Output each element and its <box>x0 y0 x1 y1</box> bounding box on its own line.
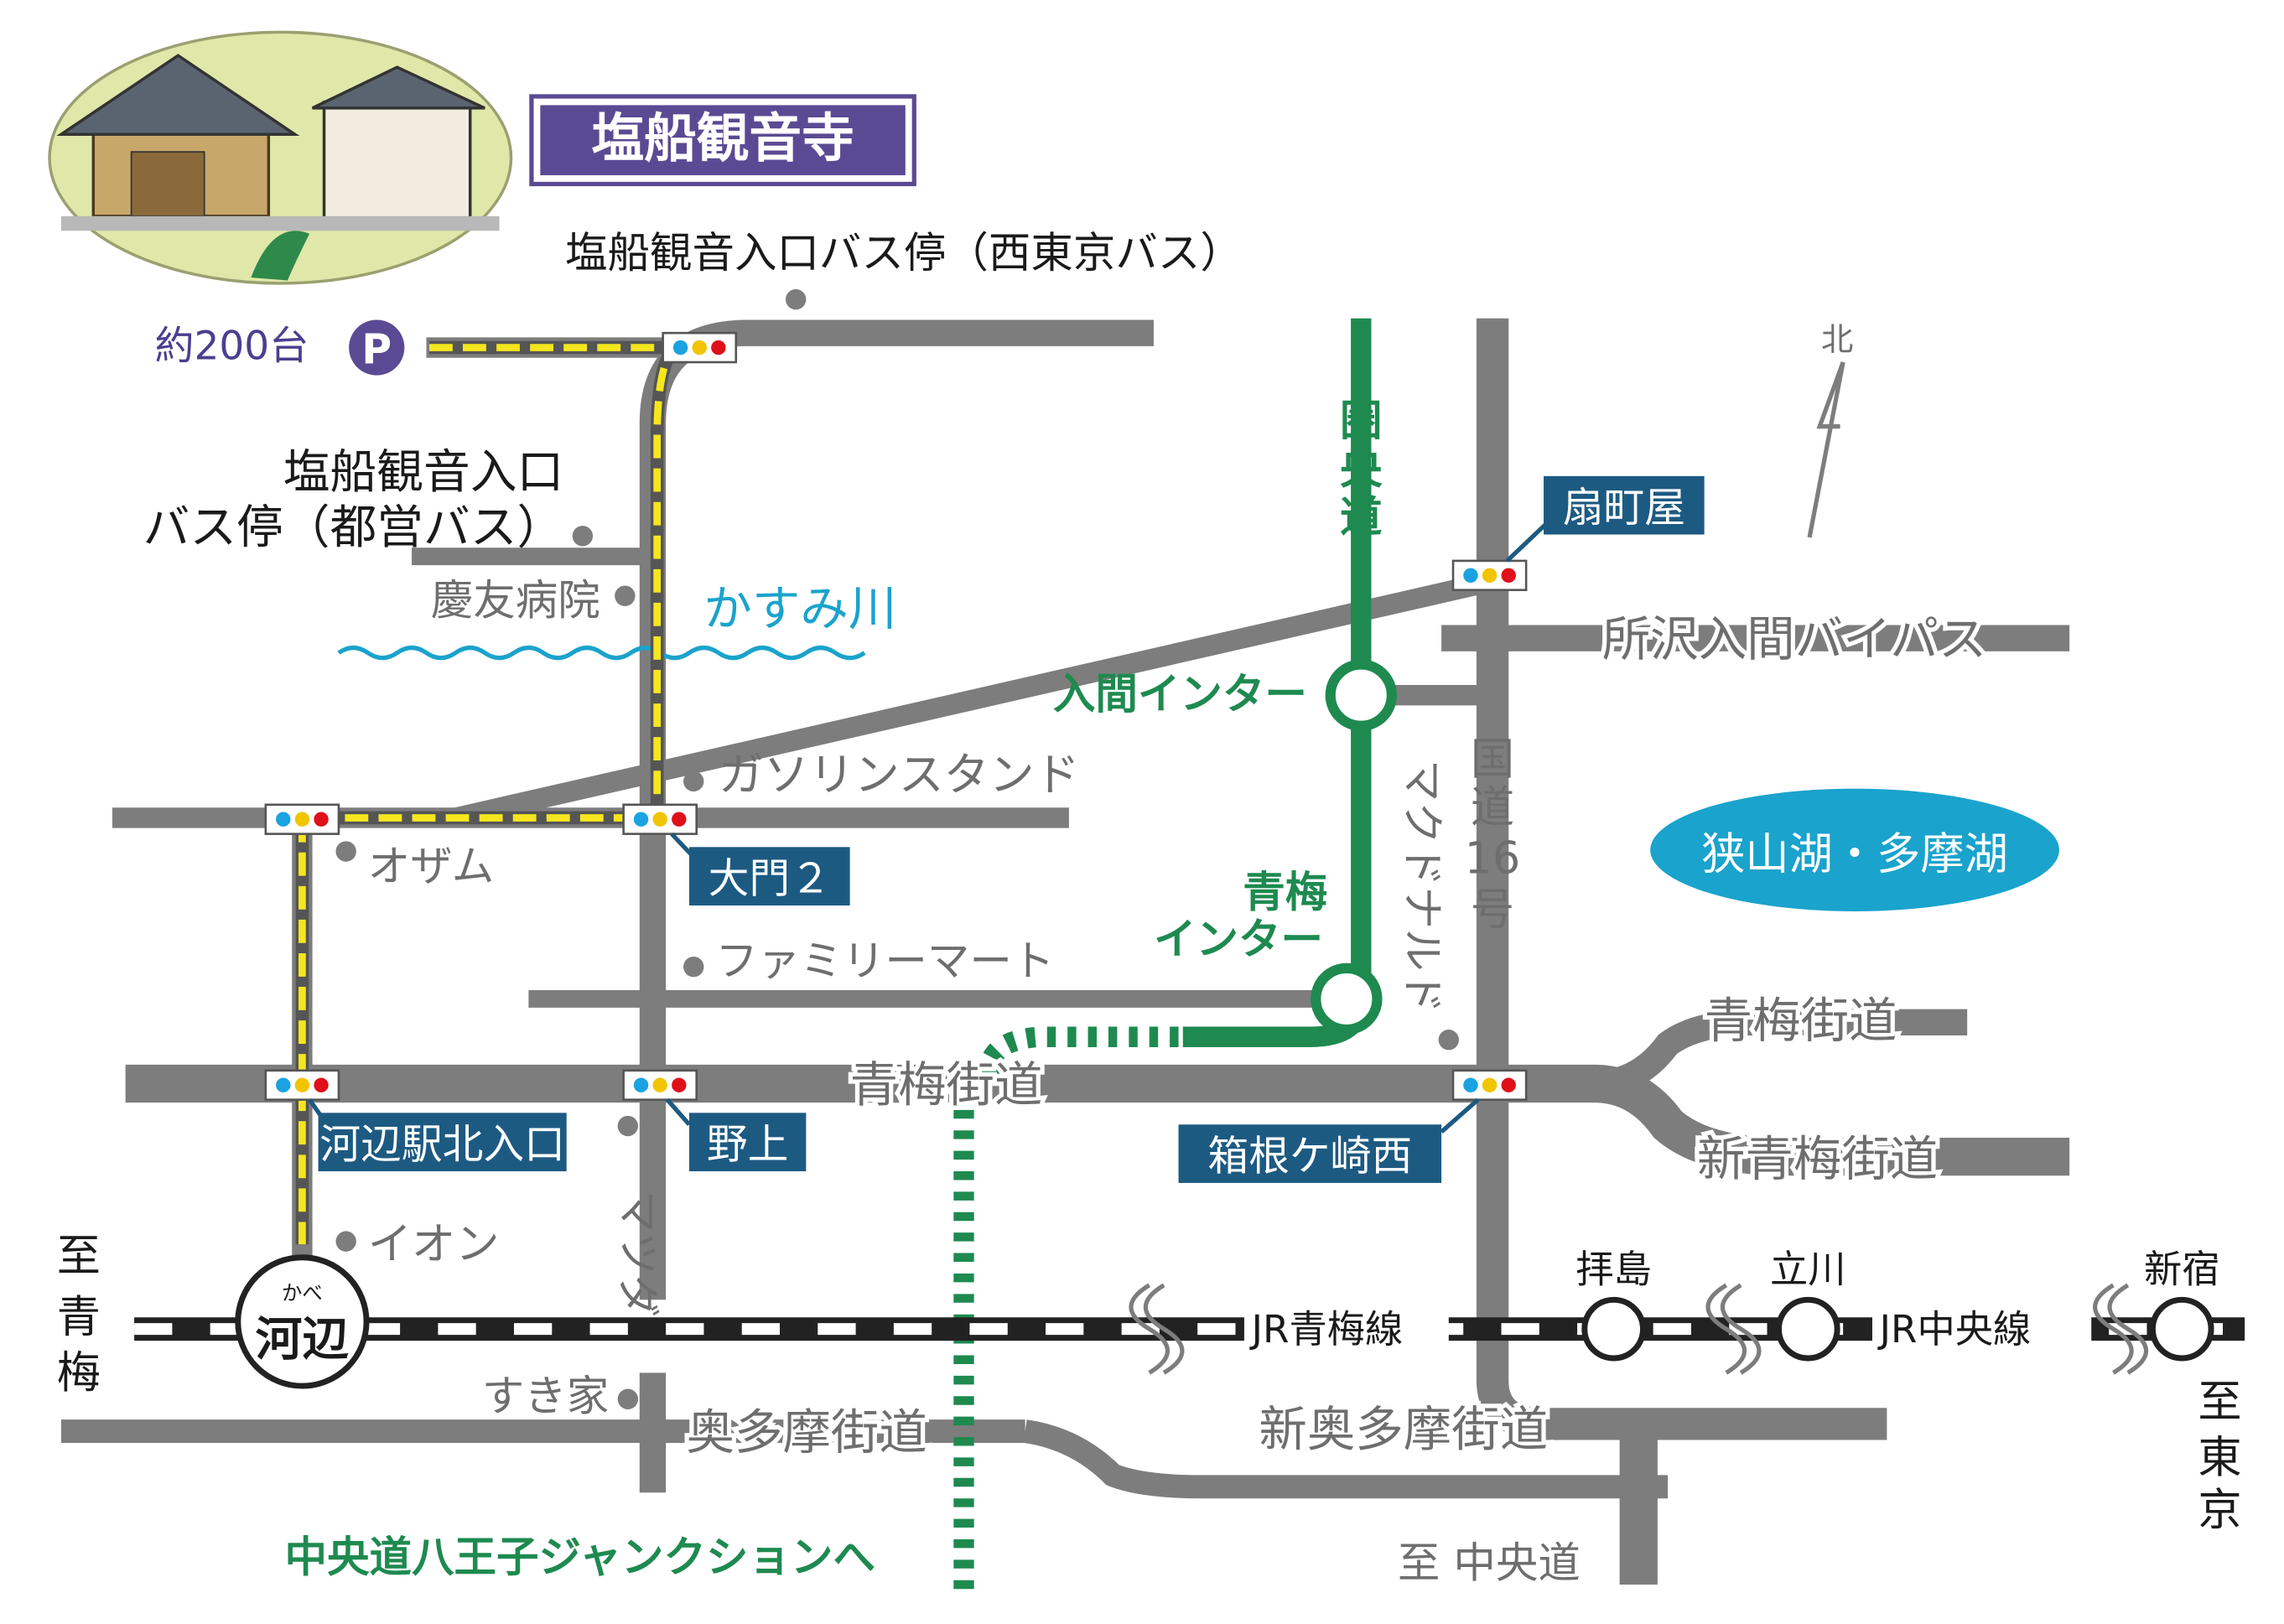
station-kabe: かべ 河辺 <box>235 1254 370 1389</box>
kenodo-char-1: 圏 <box>1340 396 1383 445</box>
bus-stop-toei-1: 塩船観音入口 <box>283 445 563 500</box>
ozamu-label: オザム <box>368 841 495 890</box>
kasumi-river <box>337 645 866 661</box>
temple-title: 塩船観音寺 <box>529 94 916 187</box>
haijima-label: 拝島 <box>1575 1247 1652 1291</box>
north-label: 北 <box>1821 321 1853 359</box>
kabe-station-name: 河辺 <box>256 1312 350 1367</box>
okutama-kaido-label: 奥多摩街道 <box>687 1404 927 1461</box>
ome-kaido-branch-label: 青梅街道 <box>1705 993 1897 1049</box>
signal-icon <box>264 1069 340 1101</box>
aeon-label: イオン <box>368 1220 500 1270</box>
to-ome-2: 青 <box>57 1293 101 1343</box>
chuo-line-label: JR中央線 <box>1877 1307 2032 1352</box>
signal-icon <box>1451 1069 1528 1101</box>
matsuda-label: マツダ <box>614 1191 663 1318</box>
map-labels: 塩船観音入口バス停（西東京バス） 塩船観音入口 バス停（都営バス） 慶友病院 か… <box>57 228 2242 1587</box>
kenodo-char-2: 央 <box>1340 444 1383 494</box>
route16-label-3: 号 <box>1471 885 1514 936</box>
bus-stop-toei-2: バス停（都営バス） <box>143 501 564 555</box>
station-shinjuku <box>2149 1296 2214 1362</box>
tachikawa-label: 立川 <box>1770 1247 1846 1291</box>
ome-line-label: JR青梅線 <box>1249 1307 1404 1352</box>
iruma-interchange <box>1325 659 1397 731</box>
to-tokyo-2: 東 <box>2198 1433 2241 1483</box>
temple-name: 塩船観音寺 <box>591 107 854 169</box>
kabe-kita-label: 河辺駅北入口 <box>319 1120 565 1168</box>
lake-label: 狭山湖・多摩湖 <box>1701 829 2008 879</box>
bus-stop-west-tokyo: 塩船観音入口バス停（西東京バス） <box>565 228 1243 278</box>
ome-interchange <box>1311 962 1383 1035</box>
iruma-ic-label: 入間インター <box>1053 669 1307 719</box>
shin-okutama-kaido-label: 新奥多摩街道 <box>1259 1401 1548 1457</box>
poi-dots <box>335 288 1459 1409</box>
shin-ome-kaido-label: 新青梅街道 <box>1697 1131 1938 1187</box>
river-label: かすみ川 <box>703 581 896 637</box>
to-hachioji-jct-label: 中央道八王子ジャンクションへ <box>285 1532 875 1581</box>
familymart-label: ファミリーマート <box>715 937 1054 986</box>
route16-label-2: 16 <box>1465 834 1520 885</box>
parking-count: 約200台 <box>154 324 309 370</box>
ome-kaido-label: 青梅街道 <box>850 1056 1043 1113</box>
parking: 約200台 P <box>154 319 405 376</box>
ome-ic-label-1: 青梅 <box>1243 868 1327 917</box>
line-break-1 <box>1143 1283 1185 1375</box>
sukiya-label: すき家 <box>482 1372 609 1421</box>
railway <box>134 1283 2245 1375</box>
to-tokyo-3: 京 <box>2198 1486 2241 1536</box>
signal-icon <box>622 803 698 835</box>
daimon2-label: 大門２ <box>709 854 831 902</box>
ogimachiya-label: 扇町屋 <box>1563 484 1685 532</box>
route16-label-1b: 道 <box>1471 783 1514 833</box>
lake: 狭山湖・多摩湖 <box>1650 788 2059 911</box>
line-break-2 <box>1720 1283 1762 1375</box>
signal-icon <box>1451 559 1528 592</box>
parking-icon: P <box>361 326 392 374</box>
ome-ic-label-2: インター <box>1154 914 1323 963</box>
traffic-signals <box>264 331 1528 1101</box>
signal-icon <box>622 1069 698 1101</box>
hospital-label: 慶友病院 <box>431 575 600 625</box>
to-chuo-expressway-label: 至 中央道 <box>1398 1538 1581 1587</box>
to-tokyo-1: 至 <box>2198 1378 2241 1428</box>
gas-station-label: ガソリンスタンド <box>719 748 1080 801</box>
line-break-3 <box>2107 1283 2149 1375</box>
north-arrow: 北 <box>1807 321 1853 538</box>
to-ome-1: 至 <box>57 1231 101 1281</box>
station-haijima <box>1581 1296 1646 1362</box>
tokorozawa-bypass-label: 所沢入間バイパス <box>1602 611 1987 667</box>
intersection-labels: 扇町屋 大門２ 河辺駅北入口 野上 箱根ケ崎西 <box>307 475 1705 1183</box>
mcdonalds-label: マクドナルド <box>1398 760 1447 1014</box>
nogami-label: 野上 <box>707 1120 789 1168</box>
to-ome-3: 梅 <box>57 1348 101 1398</box>
signal-icon <box>264 803 340 835</box>
kenodo-char-3: 道 <box>1340 492 1383 542</box>
shinjuku-label: 新宿 <box>2144 1247 2220 1291</box>
kabe-ruby: かべ <box>282 1280 323 1305</box>
station-tachikawa <box>1775 1296 1840 1362</box>
route16-label-1: 国 <box>1471 734 1514 785</box>
hakonegasaki-label: 箱根ケ崎西 <box>1207 1132 1412 1180</box>
signal-icon <box>662 331 738 364</box>
temple-illustration <box>48 30 513 285</box>
